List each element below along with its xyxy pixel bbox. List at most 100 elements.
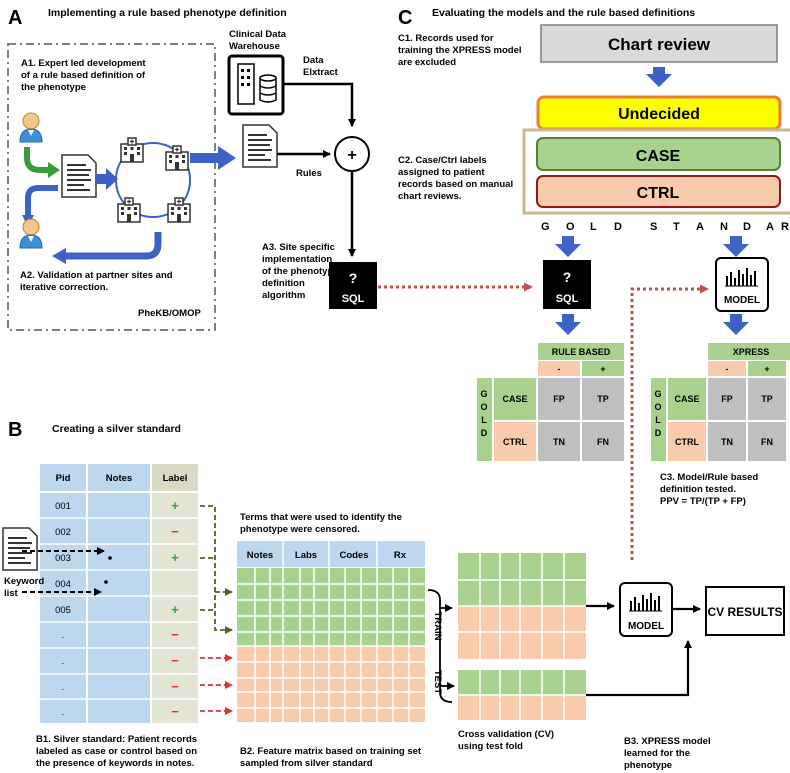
chart-review-box xyxy=(540,24,778,63)
svg-text:O: O xyxy=(654,402,661,412)
a1-caption: A1. Expert led development of a rule bas… xyxy=(21,58,148,93)
censored-caption: Terms that were used to identify the phe… xyxy=(240,512,405,535)
svg-text:TN: TN xyxy=(553,437,565,447)
sites-to-rules-arrow xyxy=(190,146,236,170)
train-label: TRAIN xyxy=(432,611,443,640)
svg-text:O: O xyxy=(480,402,487,412)
a2-caption: A2. Validation at partner sites and iter… xyxy=(20,270,175,293)
svg-text:A: A xyxy=(766,221,774,233)
undecided-label: Undecided xyxy=(618,106,700,123)
table-row: . xyxy=(62,656,65,667)
section-c-letter: C xyxy=(398,7,412,29)
label-minus: − xyxy=(171,653,179,668)
review-down-arrow xyxy=(646,67,672,87)
feature-matrix: Notes Labs Codes Rx xyxy=(237,541,425,722)
model-to-xpress-table-arrow xyxy=(723,314,749,335)
combine-plus: + xyxy=(347,147,356,164)
hospital-icon-4 xyxy=(167,197,191,223)
svg-text:G: G xyxy=(541,221,550,233)
section-b-letter: B xyxy=(8,419,22,441)
cdw-label: Clinical Data Warehouse xyxy=(229,29,289,52)
b3-caption: B3. XPRESS model learned for the phenoty… xyxy=(624,736,713,771)
phekb-dashed-frame xyxy=(7,43,216,331)
gold-standard-frame xyxy=(522,128,790,215)
table-row: 001 xyxy=(55,501,71,512)
table-row: 002 xyxy=(55,527,71,538)
model-box-b: MODEL xyxy=(619,582,673,637)
svg-text:Codes: Codes xyxy=(339,550,368,561)
silver-standard-table: Pid Notes Label 001 002 003 004 005 . . … xyxy=(40,464,198,723)
test-label: TEST xyxy=(432,670,443,694)
svg-text:SQL: SQL xyxy=(342,293,365,305)
rules-doc-icon xyxy=(242,124,278,168)
svg-text:Pid: Pid xyxy=(56,473,71,484)
svg-text:-: - xyxy=(726,364,729,374)
svg-text:Notes: Notes xyxy=(106,473,132,484)
svg-text:Notes: Notes xyxy=(247,550,273,561)
svg-text:L: L xyxy=(481,415,487,425)
svg-text:FP: FP xyxy=(553,394,565,404)
table-row: 003 xyxy=(55,553,71,564)
green-curve-arrow xyxy=(24,147,50,173)
svg-text:L: L xyxy=(590,221,597,233)
ctrl-box xyxy=(536,175,781,208)
label-plus: + xyxy=(171,550,179,565)
cv-results-label: CV RESULTS xyxy=(707,605,782,619)
svg-text:D: D xyxy=(481,428,488,438)
table-row: 004 xyxy=(55,579,71,590)
section-a-letter: A xyxy=(8,7,22,29)
chart-review-label: Chart review xyxy=(608,35,711,54)
extract-line xyxy=(283,82,356,127)
svg-text:G: G xyxy=(480,389,487,399)
b2-caption: B2. Feature matrix based on training set… xyxy=(240,746,424,769)
svg-text:+: + xyxy=(600,364,605,374)
rule-based-confusion-table: RULE BASED - + G O L D CASE CTRL FP TP T… xyxy=(477,343,624,461)
cv-test-block xyxy=(458,670,586,720)
hospital-icon-3 xyxy=(117,197,141,223)
svg-text:T: T xyxy=(673,221,680,233)
svg-text:TP: TP xyxy=(761,394,773,404)
sql-to-rule-table-arrow xyxy=(555,314,581,335)
svg-text:FP: FP xyxy=(721,394,733,404)
svg-text:TP: TP xyxy=(597,394,609,404)
svg-text:TN: TN xyxy=(721,437,733,447)
svg-text:?: ? xyxy=(563,269,572,285)
label-minus: − xyxy=(171,627,179,642)
hospital-icon-2 xyxy=(165,145,189,171)
rules-label: Rules xyxy=(296,168,322,179)
cv-caption: Cross validation (CV) using test fold xyxy=(458,729,557,752)
svg-text:RULE BASED: RULE BASED xyxy=(552,347,611,357)
svg-text:XPRESS: XPRESS xyxy=(733,347,770,357)
table-row: 005 xyxy=(55,605,71,616)
label-minus: − xyxy=(171,704,179,719)
expert-person-icon xyxy=(19,112,43,143)
cv-results-box xyxy=(705,586,785,636)
svg-text:S: S xyxy=(650,221,657,233)
svg-text:FN: FN xyxy=(761,437,773,447)
keyword-hit-dot xyxy=(104,580,108,584)
label-minus: − xyxy=(171,524,179,539)
sql-query-box-c: ? SQL xyxy=(543,260,591,309)
partner-sites-cycle xyxy=(115,142,191,218)
phekb-omop-label: PheKB/OMOP xyxy=(138,308,201,319)
svg-text:D: D xyxy=(614,221,622,233)
blue-curve-arrow xyxy=(25,185,58,215)
gold-standard-label: G O L D S T A N D A R D xyxy=(541,221,789,233)
c3-caption: C3. Model/Rule based definition tested. … xyxy=(660,472,761,507)
svg-text:Labs: Labs xyxy=(295,550,317,561)
sql-query-box-a: ? SQL xyxy=(329,262,377,309)
case-box xyxy=(536,137,781,171)
label-minus: − xyxy=(171,679,179,694)
table-row: . xyxy=(62,707,65,718)
model-to-xpress-dotted-arrow xyxy=(630,284,709,560)
svg-text:CASE: CASE xyxy=(674,394,699,404)
svg-text:G: G xyxy=(654,389,661,399)
hospital-icon-1 xyxy=(120,137,144,163)
svg-text:O: O xyxy=(566,221,575,233)
case-label: CASE xyxy=(636,148,681,165)
data-extract-label: Data Elxtract xyxy=(303,55,339,78)
gold-to-sql-arrow xyxy=(555,236,581,257)
c2-caption: C2. Case/Ctrl labels assigned to patient… xyxy=(398,155,516,202)
a3-caption: A3. Site specific implementation of the … xyxy=(262,242,341,301)
